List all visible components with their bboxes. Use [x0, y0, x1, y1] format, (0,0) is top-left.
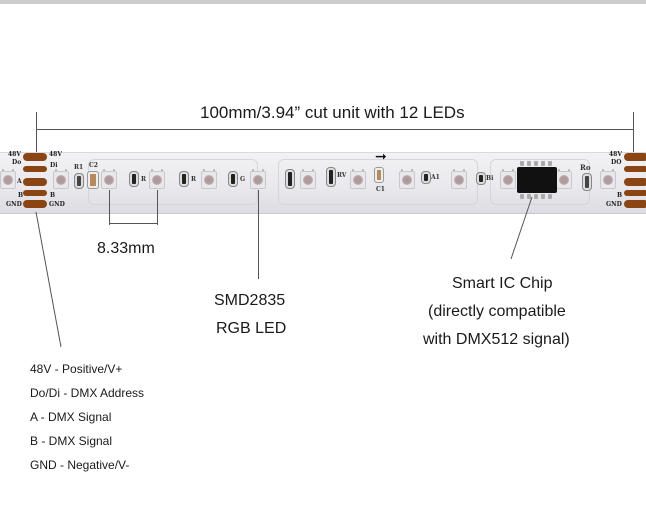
resistor-rv: [327, 168, 335, 186]
pad-label: GND: [49, 201, 65, 208]
rgb-led: [350, 169, 366, 189]
capacitor-c2: [88, 172, 98, 188]
ic-pin: [541, 161, 545, 166]
pin-legend-callout-line: [35, 211, 62, 348]
ic-pin: [527, 194, 531, 199]
rgb-led: [101, 169, 117, 189]
pin-legend-48v: 48V - Positive/V+: [30, 362, 123, 376]
component-label: Bi: [486, 175, 494, 182]
resistor: [130, 172, 138, 186]
pitch-left-tick: [109, 190, 110, 225]
rgb-led: [250, 169, 266, 189]
solder-pad-48v-left: [23, 153, 47, 161]
pin-legend-a: A - DMX Signal: [30, 410, 112, 424]
solder-pad-a-left: [23, 178, 47, 186]
component-label: R1: [74, 164, 84, 171]
cut-unit-right-tick: [633, 112, 634, 156]
led-callout-line: [258, 190, 259, 279]
led-callout-line2: RGB LED: [216, 320, 287, 337]
component-label: R: [191, 176, 196, 183]
pad-label: Do: [12, 159, 22, 166]
resistor-a1: [422, 172, 430, 183]
cut-unit-dimension-line: [36, 129, 633, 130]
component-label: A1: [431, 174, 440, 181]
ic-pin: [541, 194, 545, 199]
resistor-bi: [477, 173, 485, 184]
ic-pin: [548, 161, 552, 166]
pin-legend-do-di: Do/Di - DMX Address: [30, 386, 145, 400]
rgb-led: [53, 169, 69, 189]
pin-legend-gnd: GND - Negative/V-: [30, 458, 130, 472]
solder-pad-b-left: [23, 190, 47, 196]
ic-pin: [534, 161, 538, 166]
solder-pad-b-right: [624, 190, 646, 196]
ic-pin: [520, 161, 524, 166]
pad-label: Di: [50, 162, 58, 169]
capacitor-c1: [375, 168, 383, 182]
pad-label: B: [18, 192, 24, 199]
pitch-right-tick: [157, 190, 158, 225]
cut-unit-left-tick: [36, 112, 37, 156]
solder-pad-gnd-left: [23, 200, 47, 208]
component-label: C2: [89, 162, 98, 169]
rgb-led: [399, 169, 415, 189]
ic-pin: [527, 161, 531, 166]
pad-label: B: [50, 192, 56, 199]
chip-callout-line: [510, 196, 533, 260]
rgb-led: [600, 169, 616, 189]
cut-unit-label: 100mm/3.94” cut unit with 12 LEDs: [200, 103, 465, 122]
direction-arrow-icon: ➞: [375, 148, 387, 164]
component-label: G: [240, 176, 246, 183]
pad-label: 48V: [49, 151, 63, 158]
component-label: Ro: [580, 163, 591, 172]
rgb-led: [201, 169, 217, 189]
rgb-led: [451, 169, 467, 189]
resistor-r1: [75, 174, 83, 188]
chip-callout-line2: (directly compatible: [428, 303, 566, 320]
ic-pin: [534, 194, 538, 199]
resistor: [180, 172, 188, 186]
resistor-ro: [583, 174, 591, 190]
rgb-led: [500, 169, 516, 189]
pad-label: GND: [606, 201, 622, 208]
pad-label: 48V: [609, 151, 623, 158]
solder-pad-do-right: [624, 166, 646, 172]
rgb-led: [556, 169, 572, 189]
rgb-led: [149, 169, 165, 189]
solder-pad-a-right: [624, 178, 646, 186]
solder-pad-48v-right: [624, 153, 646, 161]
pad-label: GND: [6, 201, 22, 208]
pad-label: DO: [611, 159, 622, 166]
component-label: C1: [376, 186, 385, 193]
resistor: [229, 172, 237, 186]
pad-label: B: [617, 192, 623, 199]
pad-label: 48V: [8, 151, 22, 158]
chip-callout-line1: Smart IC Chip: [452, 275, 553, 292]
ic-pin: [548, 194, 552, 199]
led-callout-line1: SMD2835: [214, 292, 286, 309]
pitch-label: 8.33mm: [97, 240, 155, 257]
pin-legend-b: B - DMX Signal: [30, 434, 113, 448]
resistor: [286, 170, 294, 188]
component-label: R: [141, 176, 146, 183]
top-border-bar: [0, 0, 646, 4]
rgb-led: [300, 169, 316, 189]
rgb-led: [0, 169, 16, 189]
solder-pad-gnd-right: [624, 200, 646, 208]
ic-pin: [520, 194, 524, 199]
component-label: RV: [337, 172, 347, 179]
solder-pad-do-left: [23, 166, 47, 172]
smart-ic-chip: [517, 167, 557, 193]
pad-label: A: [17, 178, 22, 185]
pitch-dimension-line: [109, 223, 158, 224]
chip-callout-line3: with DMX512 signal): [423, 331, 570, 348]
